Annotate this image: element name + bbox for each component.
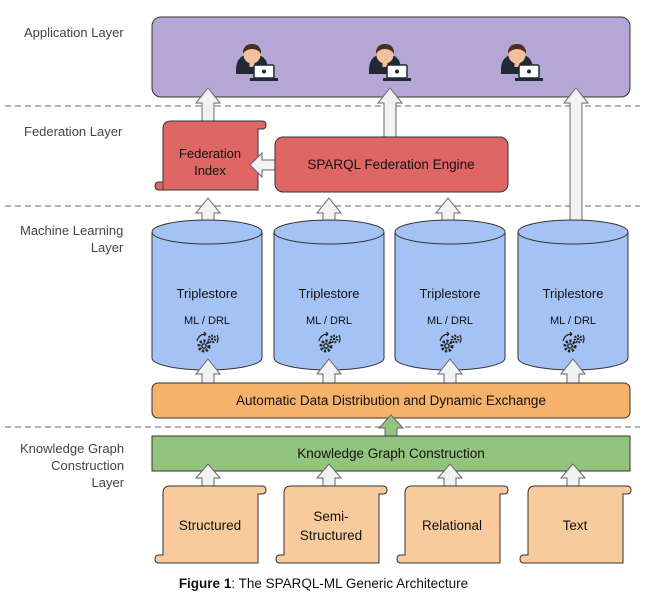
triplestore: Triplestore ML / DRL: [151, 219, 263, 371]
scroll-icon: [154, 485, 267, 564]
scroll-icon: [154, 120, 267, 191]
triplestore-label: Triplestore: [543, 286, 604, 301]
up-arrow: [436, 358, 464, 385]
source-label: Structured: [179, 518, 241, 533]
triplestore-sub-label: ML / DRL: [550, 315, 596, 327]
data-exchange-label: Automatic Data Distribution and Dynamic …: [236, 393, 546, 408]
federation-index-label: Index: [194, 163, 226, 178]
layer-separators: [5, 105, 640, 428]
up-arrow: [194, 358, 222, 385]
layer-label-federation: Federation Layer: [24, 124, 123, 139]
triplestore-sub-label: ML / DRL: [184, 315, 230, 327]
up-arrow: [559, 358, 587, 385]
triplestore: Triplestore ML / DRL: [517, 219, 629, 371]
triplestore: Triplestore ML / DRL: [273, 219, 385, 371]
scroll-icon: [396, 485, 509, 564]
triplestore-sub-label: ML / DRL: [427, 315, 473, 327]
federation-index-label: Federation: [179, 146, 241, 161]
sparql-federation-engine-box: [274, 136, 509, 193]
source-label: Semi-: [313, 509, 348, 524]
source-label: Structured: [300, 528, 362, 543]
source-text: Text: [519, 485, 632, 564]
figure-caption-text: : The SPARQL-ML Generic Architecture: [231, 576, 469, 591]
triplestore-label: Triplestore: [177, 286, 238, 301]
source-structured: Structured: [154, 485, 267, 564]
source-relational: Relational: [396, 485, 509, 564]
kg-construction-box: [151, 435, 631, 472]
sparql-federation-engine-label: SPARQL Federation Engine: [307, 157, 474, 172]
triplestore: Triplestore ML / DRL: [394, 219, 506, 371]
layer-label-ml: Machine Learning Layer: [20, 223, 124, 255]
source-label: Relational: [422, 518, 482, 533]
arrows-up: [194, 358, 587, 385]
up-arrow: [315, 358, 343, 385]
source-label: Text: [563, 518, 588, 533]
triplestore-sub-label: ML / DRL: [306, 315, 352, 327]
triplestore-label: Triplestore: [299, 286, 360, 301]
source-semi-structured: Semi- Structured: [275, 485, 388, 564]
up-arrow: [562, 87, 590, 233]
federation-index: Federation Index: [154, 120, 267, 191]
layer-label-kg: Knowledge Graph Construction Layer: [20, 441, 125, 490]
scroll-icon: [519, 485, 632, 564]
architecture-diagram: Federation Index SPARQL Federation Engin…: [5, 16, 640, 564]
figure-caption: Figure 1: The SPARQL-ML Generic Architec…: [0, 576, 647, 591]
up-arrow: [376, 87, 404, 138]
triplestore-label: Triplestore: [420, 286, 481, 301]
layer-label-application: Application Layer: [24, 25, 124, 40]
arrows-up: [194, 87, 590, 233]
scroll-icon: [275, 485, 388, 564]
kg-construction-label: Knowledge Graph Construction: [297, 446, 485, 461]
figure-caption-label: Figure 1: [178, 576, 232, 591]
